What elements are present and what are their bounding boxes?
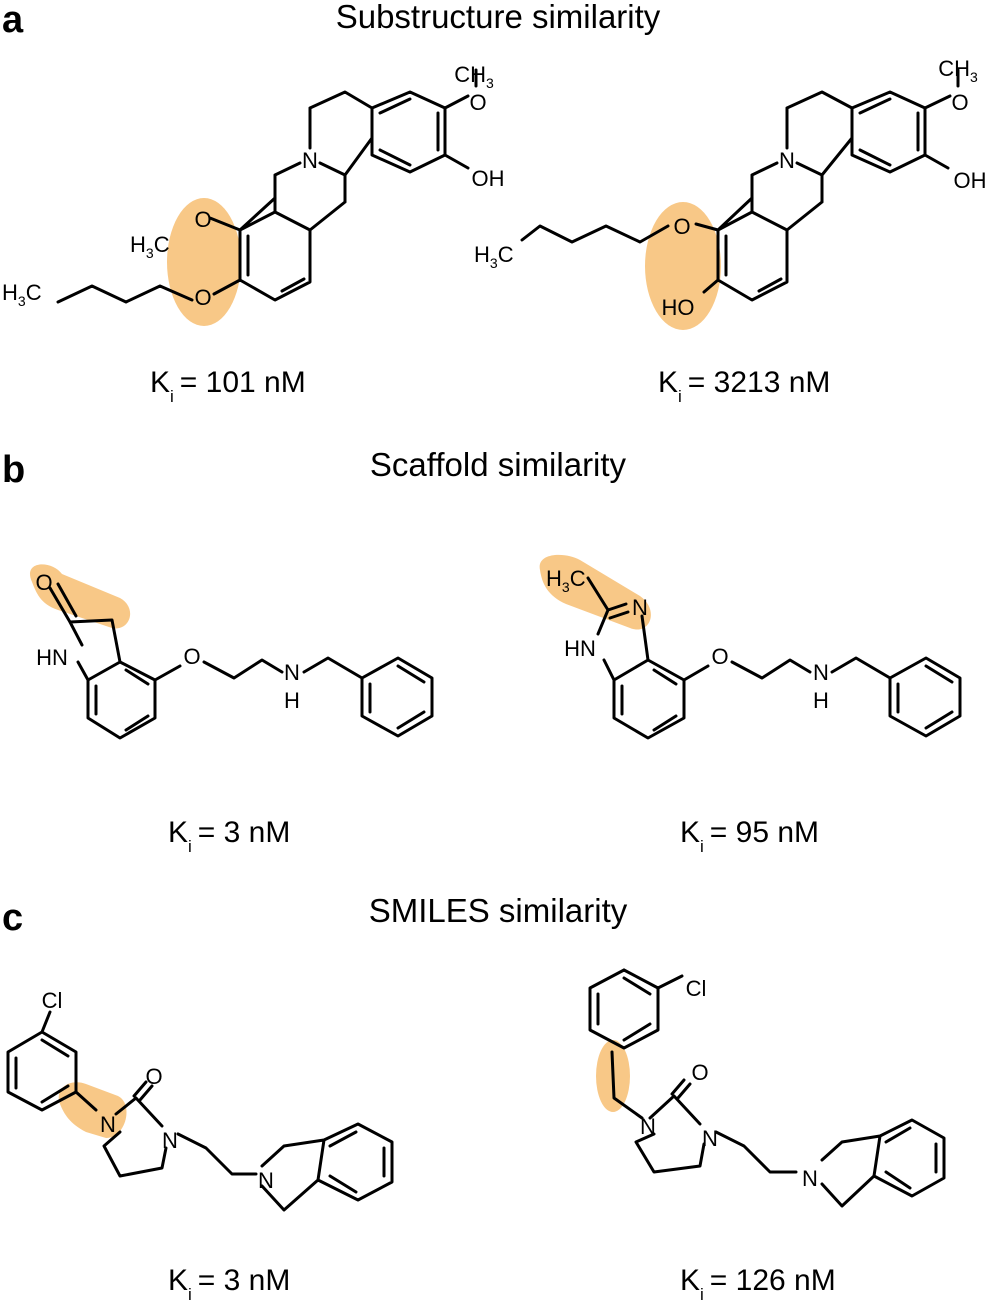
molecule-a-left: O O N CH3 O OH H3C H3C (2, 62, 505, 326)
ki-label-c-right: Ki= 126 nM (680, 1264, 836, 1302)
bonds-c-left (6, 1010, 394, 1212)
atom-n2-c-left: N (162, 1128, 178, 1153)
panel-title-a: Substructure similarity (336, 0, 661, 35)
bonds-a-right (520, 68, 960, 302)
atom-oether-b-right: O (711, 644, 728, 669)
highlight-c-left (58, 1082, 127, 1138)
atom-o1-a-left: O (194, 207, 211, 232)
highlight-a-right (645, 202, 721, 330)
ki-label-b-right: Ki= 95 nM (680, 816, 819, 856)
atom-pentyl-a-right: H3C (474, 242, 514, 271)
atom-h3c-a-left: H3C (130, 232, 170, 261)
atom-oketo-b-left: O (35, 570, 52, 595)
atom-ch3-a-right: CH3 (938, 56, 978, 85)
atom-ho-a-right: HO (662, 295, 695, 320)
atom-h3c-b-right: H3C (546, 566, 586, 595)
molecule-b-right: H3C N HN O N H (539, 554, 962, 740)
highlight-b-left (29, 564, 131, 629)
atom-o1-a-right: O (673, 214, 690, 239)
atom-oh-a-left: OH (472, 166, 505, 191)
atom-ch3-a-left: CH3 (454, 62, 494, 91)
bonds-b-right (586, 576, 962, 740)
atom-n1-c-right: N (640, 1114, 656, 1139)
panel-label-a: a (2, 0, 24, 41)
panel-c: c SMILES similarity Cl O N N N Ki= 3 nM … (2, 892, 946, 1302)
panel-title-c: SMILES similarity (369, 892, 628, 929)
bonds-c-right (588, 968, 946, 1208)
molecule-a-right: O HO N CH3 O OH H3C (474, 56, 987, 330)
atom-hn-b-right: HN (564, 636, 596, 661)
atom-nring-b-right: N (632, 595, 648, 620)
atom-n-a-right: N (779, 148, 795, 173)
ki-label-a-right: Ki= 3213 nM (658, 366, 830, 406)
ki-label-a-left: Ki= 101 nM (150, 366, 306, 406)
atom-n2-c-right: N (702, 1126, 718, 1151)
atom-n1-c-left: N (100, 1112, 116, 1137)
atom-h-b-left: H (284, 688, 300, 713)
atom-cl-c-left: Cl (42, 988, 63, 1013)
atom-o3-a-left: O (469, 90, 486, 115)
atom-o3-a-right: O (951, 90, 968, 115)
atom-n-a-left: N (302, 148, 318, 173)
atom-oether-b-left: O (183, 644, 200, 669)
atom-n-b-right: N (813, 660, 829, 685)
ki-label-c-left: Ki= 3 nM (168, 1264, 290, 1302)
atom-hn-b-left: HN (36, 645, 68, 670)
bonds-a-left (56, 68, 478, 304)
atom-oh-a-right: OH (954, 168, 987, 193)
atom-h-b-right: H (813, 688, 829, 713)
panel-title-b: Scaffold similarity (370, 446, 627, 483)
atom-n3-c-right: N (802, 1166, 818, 1191)
atom-o2-a-left: O (194, 285, 211, 310)
bonds-b-left (48, 582, 434, 740)
atom-o-c-left: O (145, 1064, 162, 1089)
molecule-b-left: O HN O N H (29, 564, 434, 740)
panel-label-b: b (2, 449, 25, 491)
atom-n-b-left: N (284, 660, 300, 685)
ki-label-b-left: Ki= 3 nM (168, 816, 290, 856)
highlight-a-left (167, 198, 241, 326)
atom-cl-c-right: Cl (686, 976, 707, 1001)
panel-a: a Substructure similarity O O N CH3 O OH… (2, 0, 987, 406)
panel-label-c: c (2, 897, 23, 939)
atom-o-c-right: O (691, 1060, 708, 1085)
atom-hexyl-a-left: H3C (2, 280, 42, 309)
molecule-c-left: Cl O N N N (6, 988, 394, 1212)
atom-n3-c-left: N (258, 1168, 274, 1193)
molecule-c-right: Cl O N N N (588, 968, 946, 1208)
panel-b: b Scaffold similarity O HN O N H Ki= 3 n… (2, 446, 962, 856)
